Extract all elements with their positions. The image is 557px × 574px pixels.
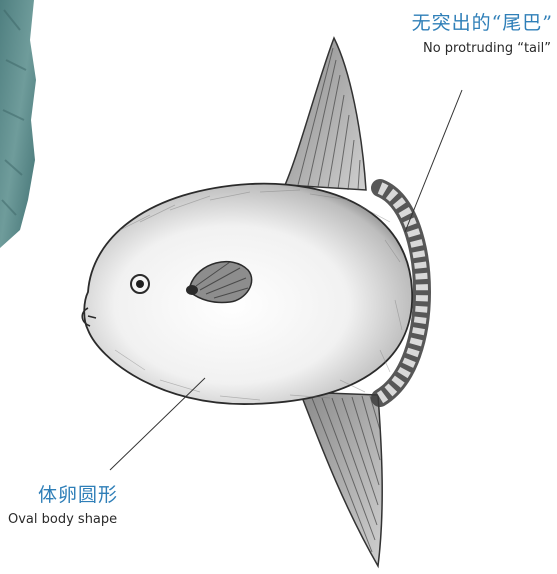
fish-eye bbox=[131, 275, 149, 293]
body-shape-label-chinese: 体卵圆形 bbox=[38, 480, 118, 507]
tail-label-chinese: 无突出的“尾巴” bbox=[412, 8, 553, 35]
body-shape-label-english: Oval body shape bbox=[8, 512, 117, 527]
anal-fin bbox=[300, 392, 382, 566]
dorsal-fin bbox=[285, 38, 366, 190]
tail-label-english: No protruding “tail” bbox=[423, 41, 551, 56]
fish-body bbox=[84, 184, 412, 404]
